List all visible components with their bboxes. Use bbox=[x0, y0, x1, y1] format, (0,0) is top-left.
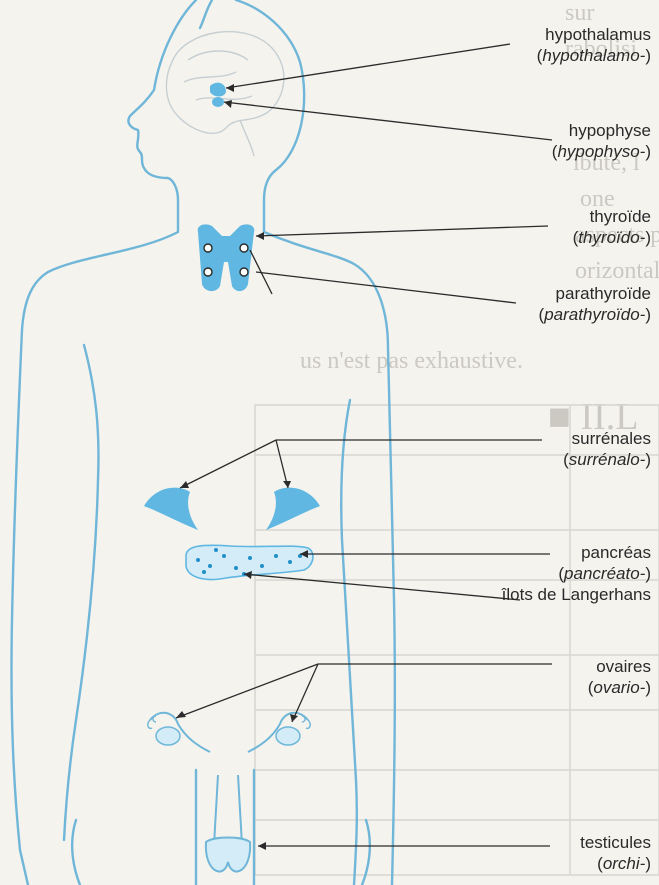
label-thyroide: thyroïde thyroïdo- bbox=[573, 206, 651, 248]
brain-sketch bbox=[166, 32, 283, 156]
label-term: hypothalamo- bbox=[537, 45, 651, 66]
label-pancreas: pancréas pancréato- îlots de Langerhans bbox=[502, 542, 651, 605]
testes bbox=[206, 775, 250, 872]
label-term: ovario- bbox=[588, 677, 651, 698]
label-hypothalamus: hypothalamus hypothalamo- bbox=[537, 24, 651, 66]
thyroid-gland bbox=[198, 224, 255, 291]
label-term: thyroïdo- bbox=[573, 227, 651, 248]
label-term: orchi- bbox=[580, 853, 651, 874]
label-parathyroide: parathyroïde parathyroïdo- bbox=[539, 283, 651, 325]
label-extra: îlots de Langerhans bbox=[502, 584, 651, 605]
label-term: hypophyso- bbox=[552, 141, 651, 162]
label-surrenales: surrénales surrénalo- bbox=[563, 428, 651, 470]
label-name: pancréas bbox=[581, 543, 651, 562]
label-name: thyroïde bbox=[590, 207, 651, 226]
label-name: hypophyse bbox=[569, 121, 651, 140]
label-name: hypothalamus bbox=[545, 25, 651, 44]
label-term: pancréato- bbox=[502, 563, 651, 584]
label-ovaires: ovaires ovario- bbox=[588, 656, 651, 698]
label-hypophyse: hypophyse hypophyso- bbox=[552, 120, 651, 162]
adrenal-glands bbox=[144, 488, 320, 530]
pointer-lines bbox=[176, 44, 552, 846]
label-testicules: testicules orchi- bbox=[580, 832, 651, 874]
label-term: surrénalo- bbox=[563, 449, 651, 470]
body-outline bbox=[11, 0, 394, 885]
hypophyse-gland bbox=[212, 97, 224, 107]
ovaries bbox=[148, 713, 310, 752]
label-term: parathyroïdo- bbox=[539, 304, 651, 325]
hypothalamus-gland bbox=[210, 83, 226, 97]
label-name: testicules bbox=[580, 833, 651, 852]
label-name: ovaires bbox=[596, 657, 651, 676]
label-name: parathyroïde bbox=[556, 284, 651, 303]
label-name: surrénales bbox=[572, 429, 651, 448]
background-table bbox=[255, 405, 659, 875]
